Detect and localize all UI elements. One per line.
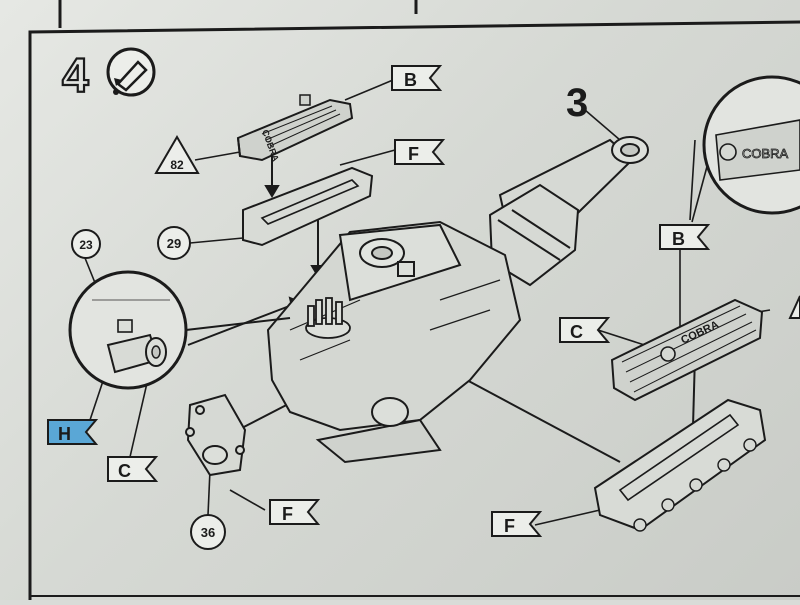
svg-text:F: F <box>408 144 419 164</box>
timing-cover <box>185 393 247 477</box>
emboss-detail-magnifier: COBRA <box>702 75 800 215</box>
sprue-flag-c-right: C <box>559 317 611 343</box>
starter-detail-magnifier <box>68 270 291 390</box>
svg-text:F: F <box>504 516 515 536</box>
svg-text:B: B <box>404 70 417 90</box>
svg-text:H: H <box>58 424 71 444</box>
callout-36: 36 <box>190 514 226 550</box>
callout-82: 82 <box>154 135 200 174</box>
transmission <box>488 136 649 287</box>
page-frame <box>28 0 800 600</box>
svg-text:36: 36 <box>201 525 215 540</box>
callout-triangle-partial <box>788 295 800 319</box>
distributor <box>305 297 351 339</box>
svg-text:23: 23 <box>79 238 93 252</box>
magnifier-emboss: COBRA <box>742 146 789 161</box>
svg-text:C: C <box>118 461 131 481</box>
cover-gasket <box>242 166 374 247</box>
sprue-flag-h-left: H <box>47 419 99 445</box>
sprue-flag-f-bottom: F <box>269 499 321 525</box>
engine-block <box>266 220 522 464</box>
sprue-flag-f-bottom-right: F <box>491 511 543 537</box>
svg-text:29: 29 <box>167 236 181 251</box>
svg-text:82: 82 <box>170 158 184 172</box>
callout-23: 23 <box>71 229 101 259</box>
cover-gasket-large <box>593 398 767 532</box>
sprue-flag-b-top: B <box>391 65 443 91</box>
valve-cover-large: COBRA <box>610 298 764 402</box>
valve-cover-small: COBRA <box>236 94 354 163</box>
assembly-reference: 3 <box>566 81 588 125</box>
sprue-flag-c-left: C <box>107 456 159 482</box>
svg-text:C: C <box>570 322 583 342</box>
sprue-flag-b-right: B <box>659 224 711 250</box>
svg-text:F: F <box>282 504 293 524</box>
step-number: 4 <box>62 50 89 103</box>
sprue-flag-f-top: F <box>394 139 446 165</box>
callout-29: 29 <box>157 226 191 260</box>
svg-text:B: B <box>672 229 685 249</box>
glue-tube-icon <box>106 47 156 97</box>
